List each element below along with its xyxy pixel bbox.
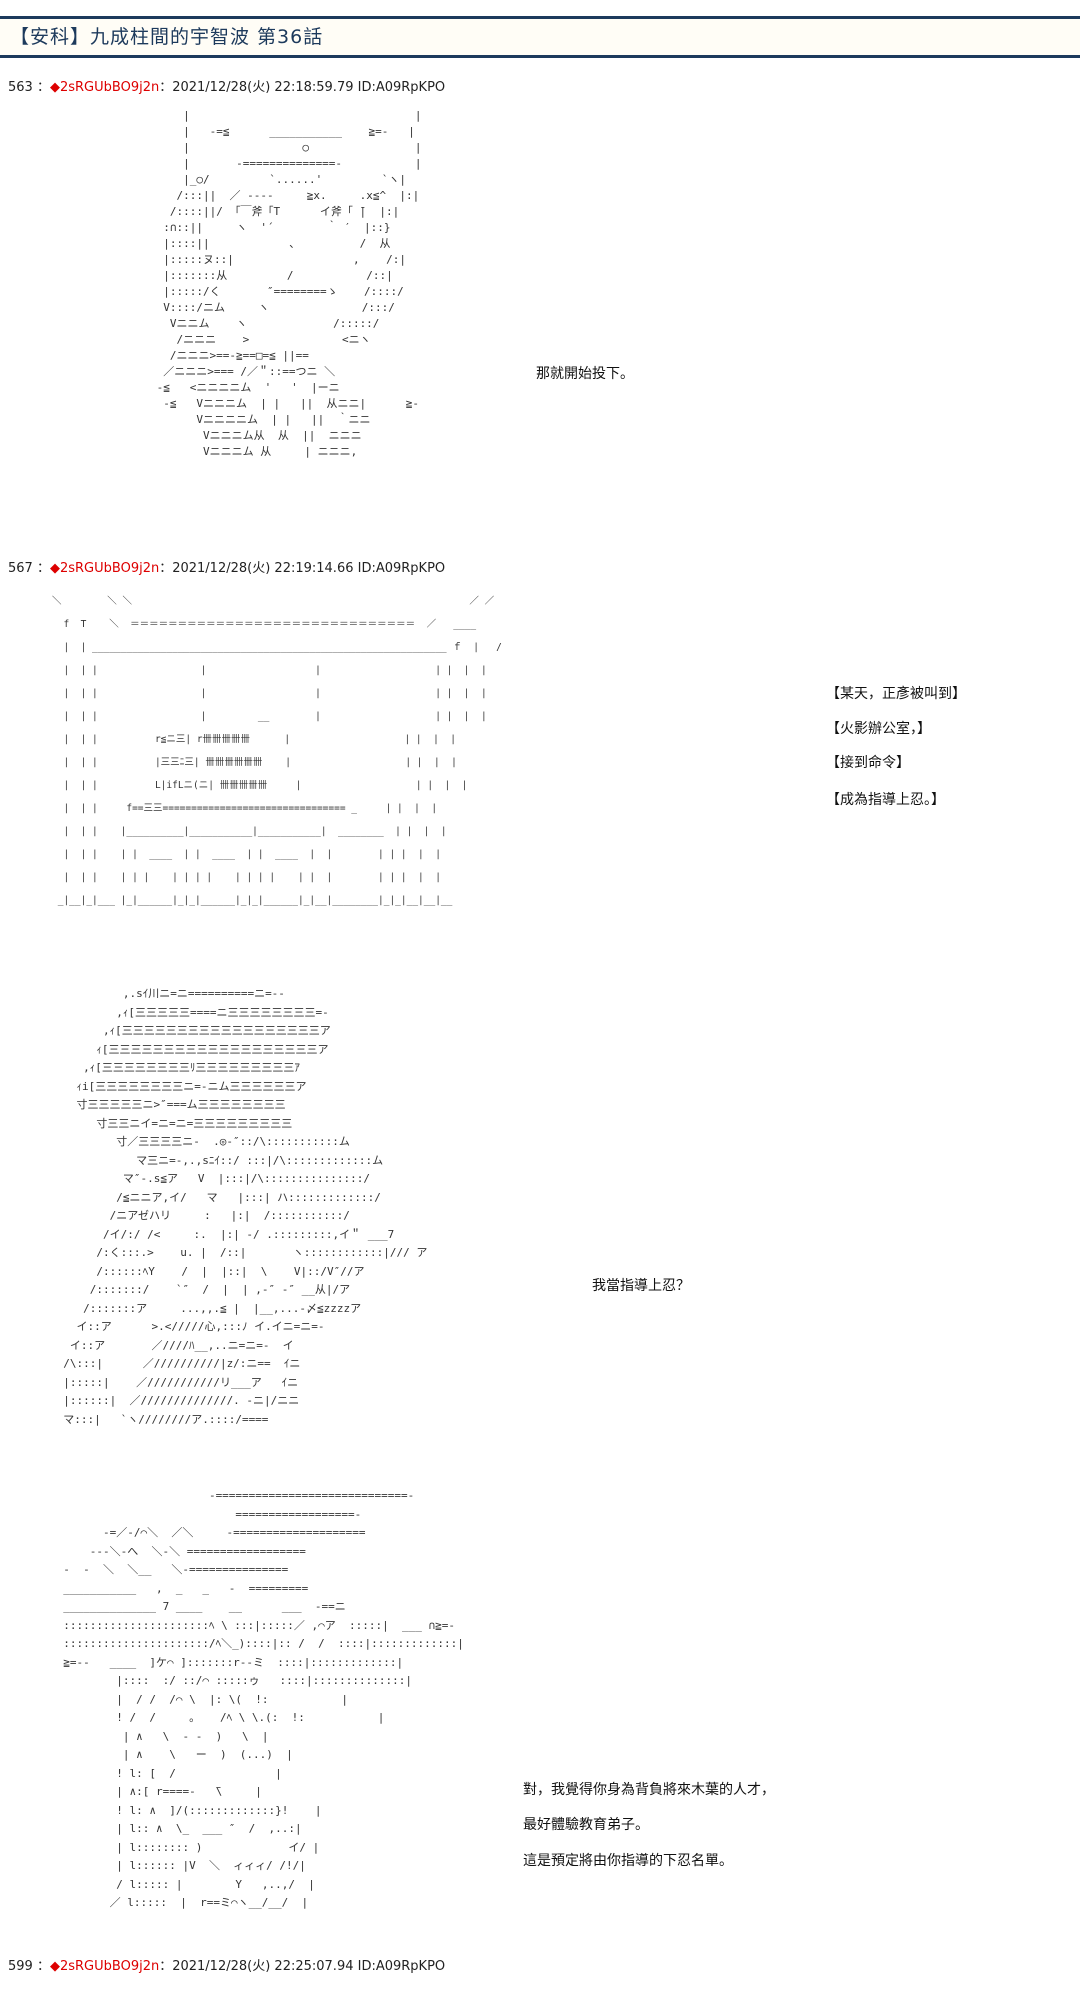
- post-meta: ：2021/12/28(火) 22:25:07.94 ID:A09RpKPO: [159, 1959, 446, 1974]
- thread-title-bar: 【安科】九成柱間的宇智波 第36話: [0, 16, 1080, 58]
- post-meta: ：2021/12/28(火) 22:18:59.79 ID:A09RpKPO: [159, 80, 446, 95]
- trip-diamond-icon: ◆: [49, 1959, 60, 1974]
- ascii-art-soldier: | | | -=≦ ___________ ≧=- | | ○ | | -===…: [156, 109, 422, 458]
- post-header-567: 567 ：◆2sRGUbBO9j2n：2021/12/28(火) 22:19:1…: [8, 557, 445, 576]
- dialogue-line: 【火影辦公室，】: [826, 721, 931, 737]
- dialogue-line: 那就開始投下。: [536, 366, 634, 382]
- dialogue-line: 【某天，正彥被叫到】: [826, 686, 966, 702]
- post-number[interactable]: 563: [8, 80, 33, 95]
- ascii-art-office: ＼ ＼ ＼ ／ ／ f T ＼ ＝＝＝＝＝＝＝＝＝＝＝＝＝＝＝＝＝＝＝＝＝＝＝＝…: [52, 596, 502, 906]
- post-header-599: 599 ：◆2sRGUbBO9j2n：2021/12/28(火) 22:25:0…: [8, 1955, 445, 1974]
- post-separator: ：: [36, 561, 50, 576]
- ascii-art-masahiko: ,.sｲ川ニ=ニ==========ニ=-- ,ｨ[三三三三三====ニ三三三三…: [63, 987, 428, 1426]
- post-separator: ：: [36, 80, 50, 95]
- dialogue-line: 最好體驗教育弟子。: [523, 1817, 649, 1833]
- dialogue-line: 這是預定將由你指導的下忍名單。: [523, 1853, 733, 1869]
- dialogue-line: 我當指導上忍？: [592, 1278, 690, 1294]
- trip-diamond-icon: ◆: [49, 80, 60, 95]
- dialogue-line: 【成為指導上忍。】: [826, 792, 945, 808]
- poster-name: 2sRGUbBO9j2n: [59, 80, 160, 95]
- post-header-563: 563 ：◆2sRGUbBO9j2n：2021/12/28(火) 22:18:5…: [8, 76, 445, 95]
- poster-name: 2sRGUbBO9j2n: [59, 1959, 160, 1974]
- poster-name: 2sRGUbBO9j2n: [59, 561, 160, 576]
- dialogue-line: 【接到命令】: [826, 755, 910, 771]
- ascii-art-hokage: -=============================- ========…: [63, 1489, 464, 1909]
- thread-title: 【安科】九成柱間的宇智波 第36話: [10, 26, 324, 48]
- dialogue-line: 對，我覺得你身為背負將來木葉的人才，: [523, 1782, 775, 1798]
- post-number[interactable]: 567: [8, 561, 33, 576]
- post-number[interactable]: 599: [8, 1959, 33, 1974]
- trip-diamond-icon: ◆: [49, 561, 60, 576]
- post-separator: ：: [36, 1959, 50, 1974]
- post-meta: ：2021/12/28(火) 22:19:14.66 ID:A09RpKPO: [159, 561, 446, 576]
